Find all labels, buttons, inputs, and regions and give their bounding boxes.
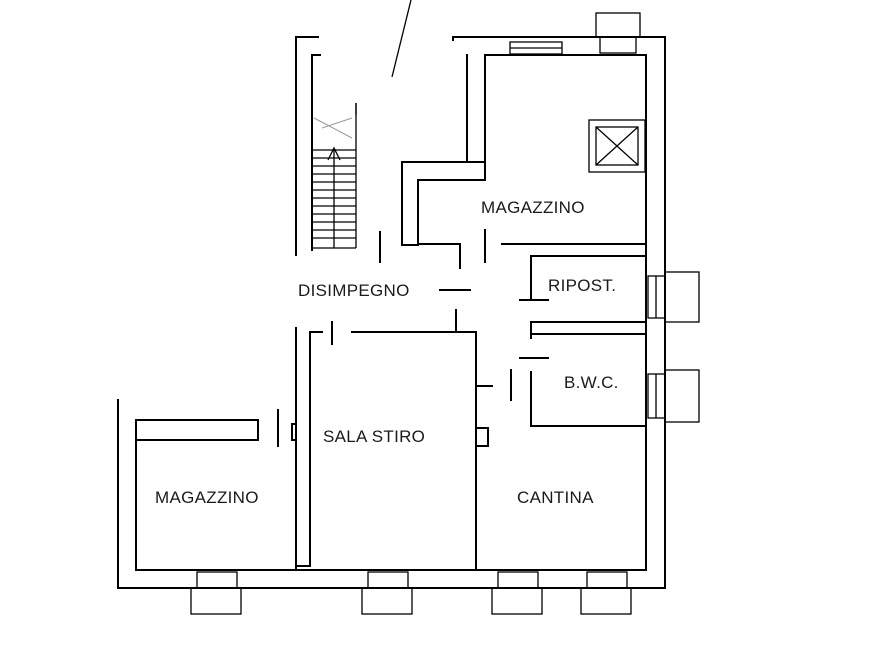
window-top-1 [509, 41, 563, 55]
stair-arrow-head [327, 146, 341, 161]
room-label-cantina: CANTINA [517, 488, 594, 507]
window-top-2 [595, 12, 641, 54]
room-label-bagno: B.W.C. [564, 373, 619, 392]
room-label-magazzino-upper: MAGAZZINO [481, 198, 585, 217]
window-bottom-4 [580, 571, 632, 615]
window-bottom-3 [491, 571, 543, 615]
staircase [311, 103, 357, 249]
room-label-magazzino-lower: MAGAZZINO [155, 488, 259, 507]
room-label-ripostiglio: RIPOST. [548, 276, 616, 295]
window-right-ripost [647, 271, 700, 323]
entrance-door-swing [391, 0, 412, 78]
window-right-bwc [647, 369, 700, 423]
interior-walls [291, 159, 647, 571]
window-bottom-2 [361, 571, 413, 615]
room-label-disimpegno: DISIMPEGNO [298, 281, 410, 300]
window-bottom-1 [190, 571, 242, 615]
skylight-icon [588, 119, 646, 173]
room-label-sala-stiro: SALA STIRO [323, 427, 425, 446]
